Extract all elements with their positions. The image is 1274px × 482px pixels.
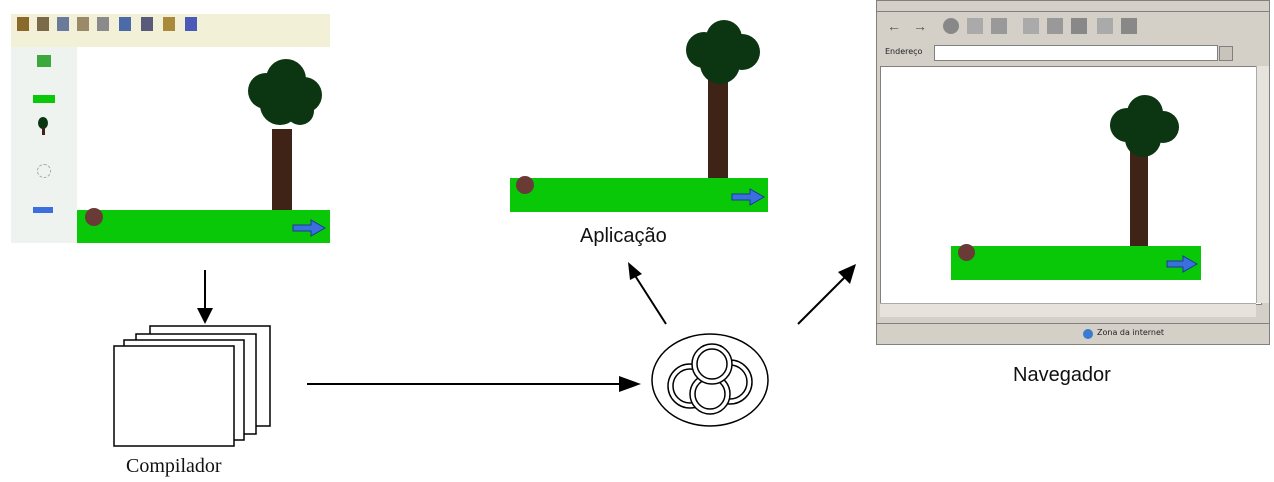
- editor-canvas: [77, 47, 330, 243]
- vertical-scrollbar[interactable]: [1256, 66, 1269, 303]
- address-dropdown-icon[interactable]: [1219, 46, 1233, 61]
- grass-platform: [951, 246, 1201, 280]
- tree-trunk: [1130, 147, 1148, 247]
- address-label: Endereço: [885, 47, 923, 56]
- toolbar-icon: [163, 17, 175, 31]
- arrow-icon: [731, 188, 766, 206]
- search-icon[interactable]: [1023, 18, 1039, 34]
- editor-palette: [11, 47, 78, 243]
- arrow-icon: [1166, 255, 1199, 273]
- editor-screenshot: [11, 14, 330, 243]
- arrow-palette-icon: [33, 207, 53, 213]
- browser-address-bar: Endereço: [877, 42, 1269, 64]
- arrow-to-navegador: [797, 264, 856, 325]
- browser-status-bar: Zona da internet: [877, 323, 1269, 344]
- grass-platform: [77, 210, 330, 243]
- navegador-label: Navegador: [1013, 364, 1111, 386]
- tree-foliage: [248, 59, 322, 125]
- tree-foliage: [686, 20, 760, 84]
- tree-trunk: [708, 76, 728, 186]
- toolbar-icon: [141, 17, 153, 31]
- address-input[interactable]: [934, 45, 1218, 61]
- toolbar-icon: [57, 17, 69, 31]
- aplicacao-label: Aplicação: [580, 225, 667, 247]
- open-icon: [17, 17, 29, 31]
- mail-icon[interactable]: [1097, 18, 1113, 34]
- tree-palette-icon: [38, 117, 48, 129]
- arrow-icon: [292, 219, 327, 237]
- history-icon[interactable]: [1071, 18, 1087, 34]
- package-icon: [651, 333, 769, 427]
- compilador-label: Compilador: [126, 455, 222, 477]
- browser-menubar: [877, 1, 1269, 12]
- ball-palette-icon: [37, 164, 51, 178]
- ball: [85, 208, 103, 226]
- print-icon[interactable]: [1121, 18, 1137, 34]
- toolbar-icon: [77, 17, 89, 31]
- browser-content: [880, 66, 1262, 305]
- forward-icon[interactable]: →: [913, 18, 927, 34]
- right-arrow: [307, 376, 641, 392]
- ball: [516, 176, 534, 194]
- grass-palette-icon: [33, 95, 55, 103]
- globe-icon: [1083, 329, 1093, 339]
- down-arrow: [197, 270, 213, 324]
- arrow-to-aplicacao: [628, 262, 667, 325]
- palette-icon: [37, 55, 51, 67]
- tree-foliage: [1110, 95, 1179, 157]
- ball: [958, 244, 975, 261]
- horizontal-scrollbar[interactable]: [880, 303, 1256, 317]
- favorites-icon[interactable]: [1047, 18, 1063, 34]
- grass-platform: [510, 178, 768, 212]
- back-icon[interactable]: ←: [887, 18, 901, 34]
- compiler-icon: [113, 325, 271, 447]
- browser-nav-toolbar: ← →: [877, 12, 1269, 40]
- tree-trunk-palette-icon: [42, 127, 45, 135]
- browser-window: ← → Endereço Zona da internet: [876, 0, 1270, 345]
- toolbar-icon: [119, 17, 131, 31]
- stop-icon[interactable]: [943, 18, 959, 34]
- tree-trunk: [272, 129, 292, 225]
- refresh-icon[interactable]: [967, 18, 983, 34]
- aplicacao-scene: [510, 20, 768, 212]
- home-icon[interactable]: [991, 18, 1007, 34]
- save-icon: [37, 17, 49, 31]
- status-zone: Zona da internet: [1097, 328, 1165, 337]
- toolbar-icon: [97, 17, 109, 31]
- toolbar-icon: [185, 17, 197, 31]
- editor-toolbar: [11, 14, 330, 47]
